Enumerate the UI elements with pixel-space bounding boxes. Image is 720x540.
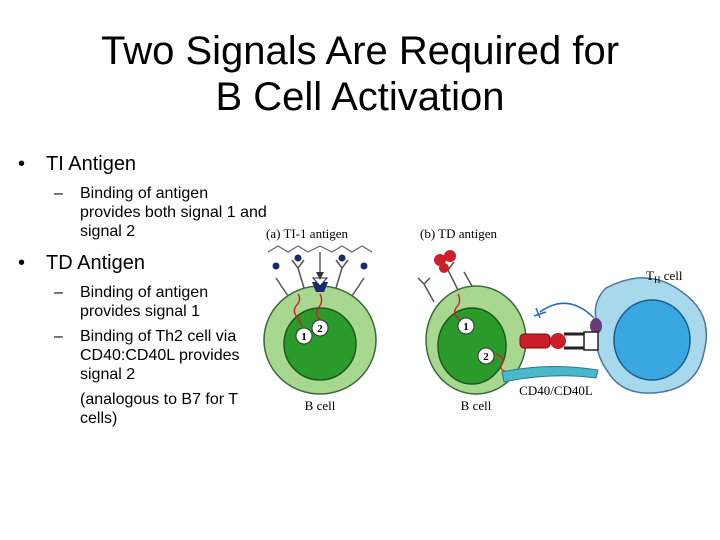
cytokine-arrow: [539, 302, 595, 319]
bullet-text: TI Antigen: [46, 153, 137, 175]
bullet-ti-antigen: • TI Antigen: [18, 152, 268, 176]
panel-a-b-cell-label: B cell: [305, 398, 336, 413]
title-line-1: Two Signals Are Required for: [100, 29, 620, 73]
cd40l-anchor: [583, 331, 599, 351]
th-cell: [594, 277, 708, 394]
title-line-2: B Cell Activation: [215, 75, 505, 119]
sub-bullet-mark: –: [54, 328, 63, 345]
bullet-mark: •: [18, 252, 26, 274]
panel-a-signal-2: 2: [311, 319, 329, 337]
antigen-blob: [444, 250, 456, 262]
sub-bullet-ti-signals: – Binding of antigen provides both signa…: [18, 184, 268, 241]
panel-a-caption: (a) TI-1 antigen: [266, 226, 349, 241]
b-cell-nucleus: [437, 307, 507, 385]
antigen-epitope: [272, 262, 280, 270]
panel-a-antigen: [267, 245, 373, 292]
slide-title: Two Signals Are Required for B Cell Acti…: [0, 28, 720, 120]
cd40l-ligand: [550, 333, 566, 349]
panel-b-caption: (b) TD antigen: [420, 226, 498, 241]
cd40-cd40l-interaction: [519, 331, 599, 351]
bullet-mark: •: [18, 153, 26, 175]
antigen-blob: [439, 263, 449, 273]
signal-2-squiggle: [495, 353, 509, 373]
antigen-body: [312, 282, 328, 292]
bullet-list: • TI Antigen – Binding of antigen provid…: [18, 152, 268, 434]
signal-1-squiggle: [293, 293, 303, 327]
membrane-ribbon: [501, 365, 599, 383]
sub-bullet-text: Binding of Th2 cell via CD40:CD40L provi…: [80, 328, 240, 383]
tcr-receptor: [590, 318, 602, 334]
cd40-receptor: [519, 333, 551, 349]
signal-2-number: 2: [317, 323, 323, 335]
antigen-epitope: [360, 262, 368, 270]
signal-1-number: 1: [463, 321, 469, 333]
th-cell-nucleus: [613, 299, 691, 381]
sub-bullet-mark: –: [54, 284, 63, 301]
panel-a-signal-1: 1: [295, 327, 313, 345]
bullet-text: TD Antigen: [46, 252, 145, 274]
cytokine-arrow-head: [533, 307, 547, 319]
panel-b-antigen: [434, 250, 456, 273]
sub-bullet-continuation: (analogous to B7 for T cells): [18, 390, 268, 428]
panel-b-signal-2: 2: [477, 347, 495, 365]
sub-bullet-mark: –: [54, 185, 63, 202]
panel-a-receptors: [275, 259, 365, 297]
th-cell-label: TH cell: [646, 268, 683, 285]
panel-a-b-cell: [263, 285, 377, 395]
sub-bullet-text: Binding of antigen provides both signal …: [80, 185, 267, 240]
signal-1-squiggle: [453, 293, 461, 321]
panel-b-b-cell-label: B cell: [461, 398, 492, 413]
antigen-epitope: [338, 254, 346, 262]
b-cell-nucleus: [283, 307, 357, 381]
antigen-arrow-head: [316, 272, 324, 280]
signal-2-number: 2: [483, 351, 489, 363]
cd40-cd40l-label: CD40/CD40L: [519, 383, 593, 398]
panel-b-signal-1: 1: [457, 317, 475, 335]
sub-bullet-text: Binding of antigen provides signal 1: [80, 284, 209, 320]
antigen-epitope: [294, 254, 302, 262]
bullet-td-antigen: • TD Antigen: [18, 251, 268, 275]
signal-1-number: 1: [301, 331, 307, 343]
sub-bullet-td-signal1: – Binding of antigen provides signal 1: [18, 283, 268, 321]
sub-bullet-td-signal2: – Binding of Th2 cell via CD40:CD40L pro…: [18, 327, 268, 384]
antigen-blob: [434, 254, 446, 266]
polymer-zigzag: [267, 245, 373, 253]
continuation-text: (analogous to B7 for T cells): [80, 391, 238, 427]
b-cell-activation-figure: (a) TI-1 antigen 1 2 B cell (b) TD antig…: [263, 226, 708, 413]
signal-2-squiggle: [315, 293, 323, 321]
